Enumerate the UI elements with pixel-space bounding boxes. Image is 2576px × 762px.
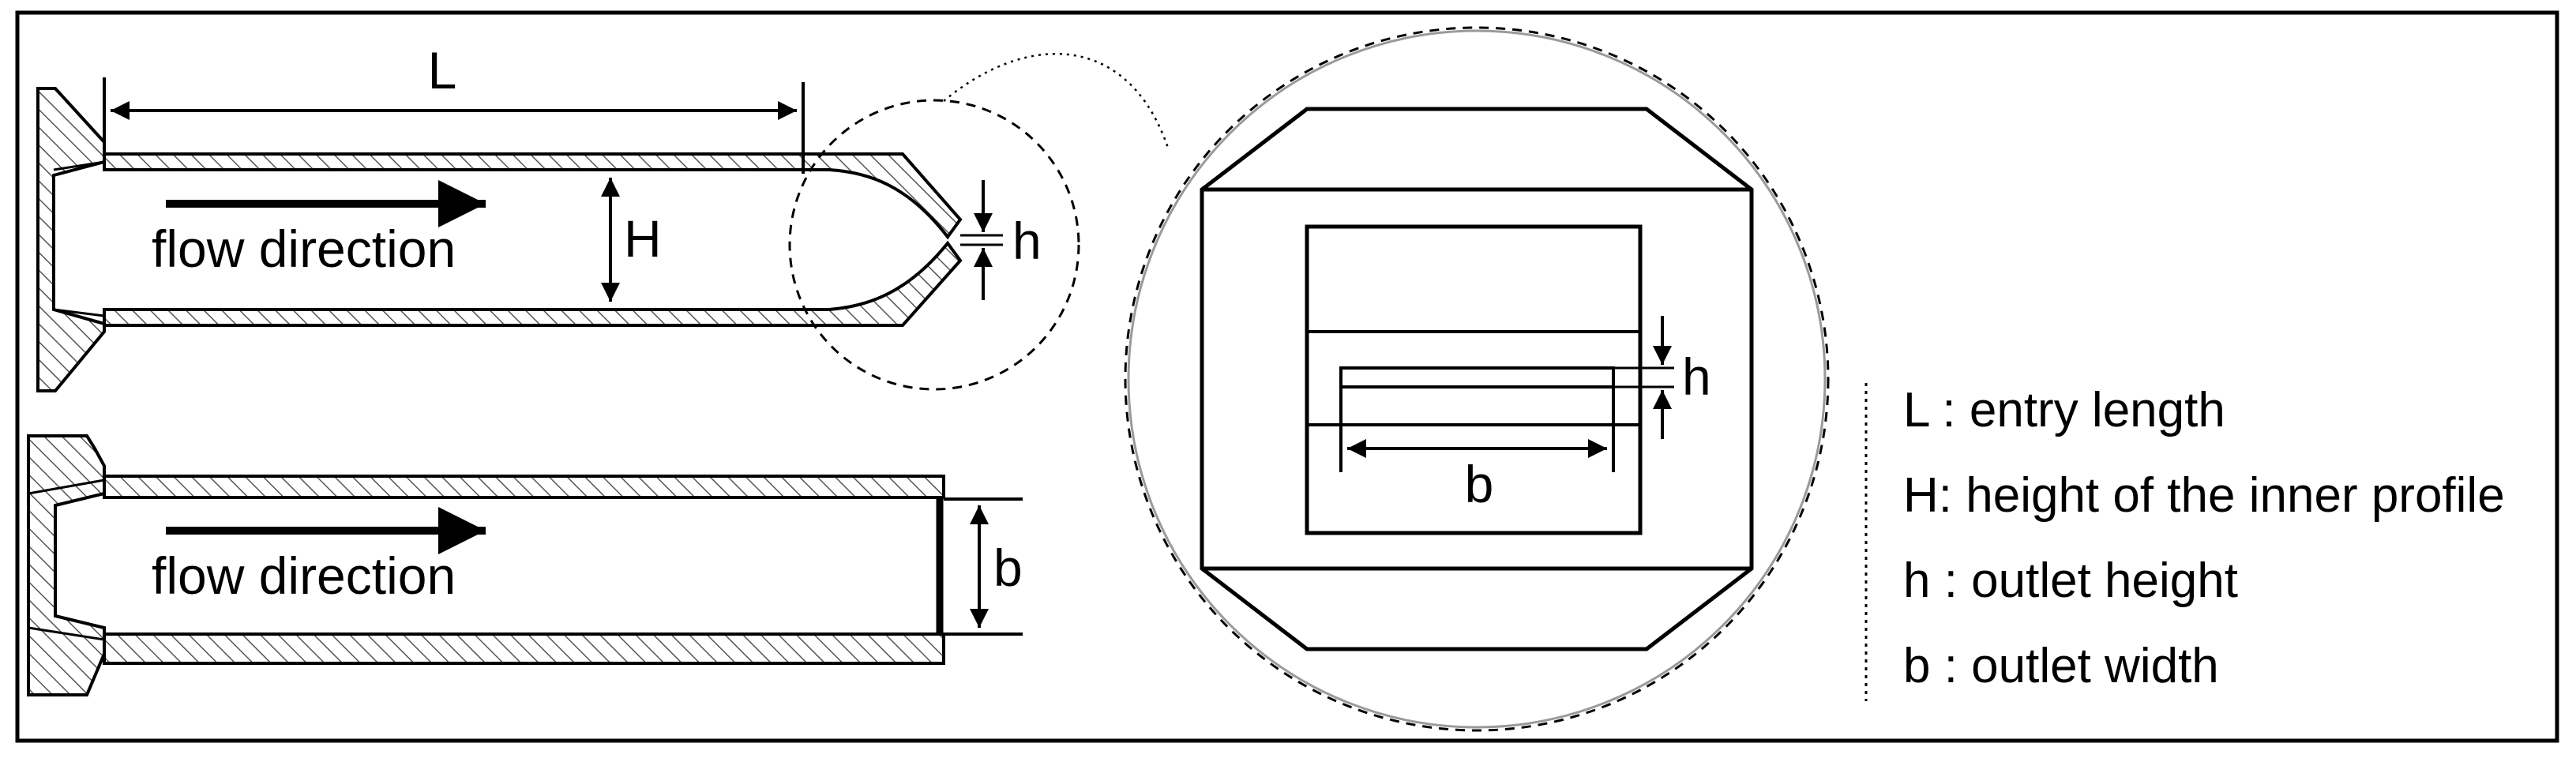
outlet-detail-view: h b [1124,26,1830,732]
magnifier-circle [1124,26,1830,732]
dimension-b-label-top: b [993,539,1023,597]
dimension-b-label-detail: b [1465,455,1494,513]
top-upper-wall [103,475,945,499]
legend: L : entry length H: height of the inner … [1864,383,2505,701]
dimension-L-label: L [428,41,457,99]
legend-item-outlet-width: b : outlet width [1903,639,2219,693]
top-lower-wall [103,632,945,665]
side-flange-edge [53,308,105,317]
outlet-zoom-circle [788,99,1080,391]
dimension-H-label: H [624,209,662,268]
legend-item-entry-length: L : entry length [1903,383,2225,437]
top-view: b flow direction [27,434,1023,696]
dimension-h-label-detail: h [1682,347,1711,406]
figure-frame [15,10,2559,743]
side-lower-wall [103,240,963,327]
dimension-h-label-side: h [1012,212,1042,270]
top-flange-edge [28,626,105,641]
flow-label-top: flow direction [152,546,456,605]
side-view: L H flow direction h [36,41,1170,392]
zoom-leader-line [943,52,1170,151]
legend-item-outlet-height: h : outlet height [1903,554,2238,608]
side-flange-edge [53,160,105,171]
side-upper-wall [103,152,963,240]
outlet-slot [1339,366,1615,389]
top-flange-edge [28,479,105,495]
side-flange [36,87,106,392]
flow-label-side: flow direction [152,220,456,278]
legend-item-inner-height: H: height of the inner profile [1903,468,2505,523]
detail-inner-frame [1305,224,1643,535]
top-flange [27,434,106,696]
